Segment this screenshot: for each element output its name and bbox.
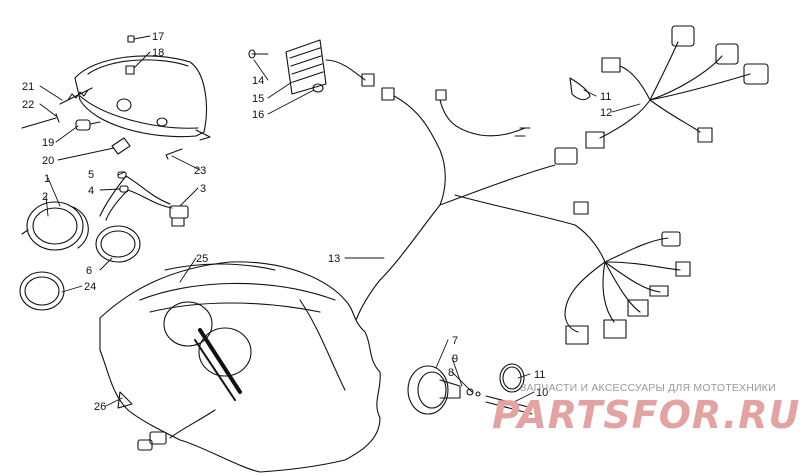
dashboard-hood [99,261,381,473]
callout-13: 13 [328,253,340,265]
callout-1: 1 [44,173,50,185]
callout-20: 20 [42,155,54,167]
callout-21: 21 [22,81,34,93]
headlight-assembly [21,35,211,160]
callout-11-bottom: 11 [534,369,545,381]
callout-19: 19 [42,137,54,149]
callout-18: 18 [152,47,164,59]
voltage-regulator [248,39,447,101]
callout-3: 3 [200,183,206,195]
watermark-logo: PARTSFOR.RU [492,393,800,437]
secondary-gauge [407,363,533,415]
callout-25: 25 [196,253,208,265]
callout-10: 10 [536,387,548,399]
callout-22: 22 [22,99,34,111]
leader-lines [39,35,641,407]
accessory-wiring-harness [569,25,769,149]
callout-14: 14 [252,75,264,87]
callout-23: 23 [194,165,206,177]
callout-16: 16 [252,109,264,121]
callout-7: 7 [452,335,458,347]
callout-5: 5 [88,169,94,181]
callout-8: 8 [448,367,454,379]
watermark: ЗАПЧАСТИ И АКСЕССУАРЫ ДЛЯ МОТОТЕХНИКИ PA… [492,382,800,437]
speedometer-assembly [19,171,189,311]
callout-11-top: 11 [600,91,611,103]
callout-2: 2 [42,191,48,203]
callout-4: 4 [88,185,94,197]
callout-15: 15 [252,93,264,105]
callout-26: 26 [94,401,106,413]
watermark-tagline: ЗАПЧАСТИ И АКСЕССУАРЫ ДЛЯ МОТОТЕХНИКИ [520,382,776,394]
main-wiring-harness [355,95,691,345]
callout-6: 6 [86,265,92,277]
callout-9: 9 [452,353,458,365]
callout-17: 17 [152,31,164,43]
callout-labels: 17 18 21 22 19 20 23 1 2 5 4 3 6 24 25 2… [22,31,612,413]
callout-24: 24 [84,281,96,293]
callout-12: 12 [600,107,612,119]
